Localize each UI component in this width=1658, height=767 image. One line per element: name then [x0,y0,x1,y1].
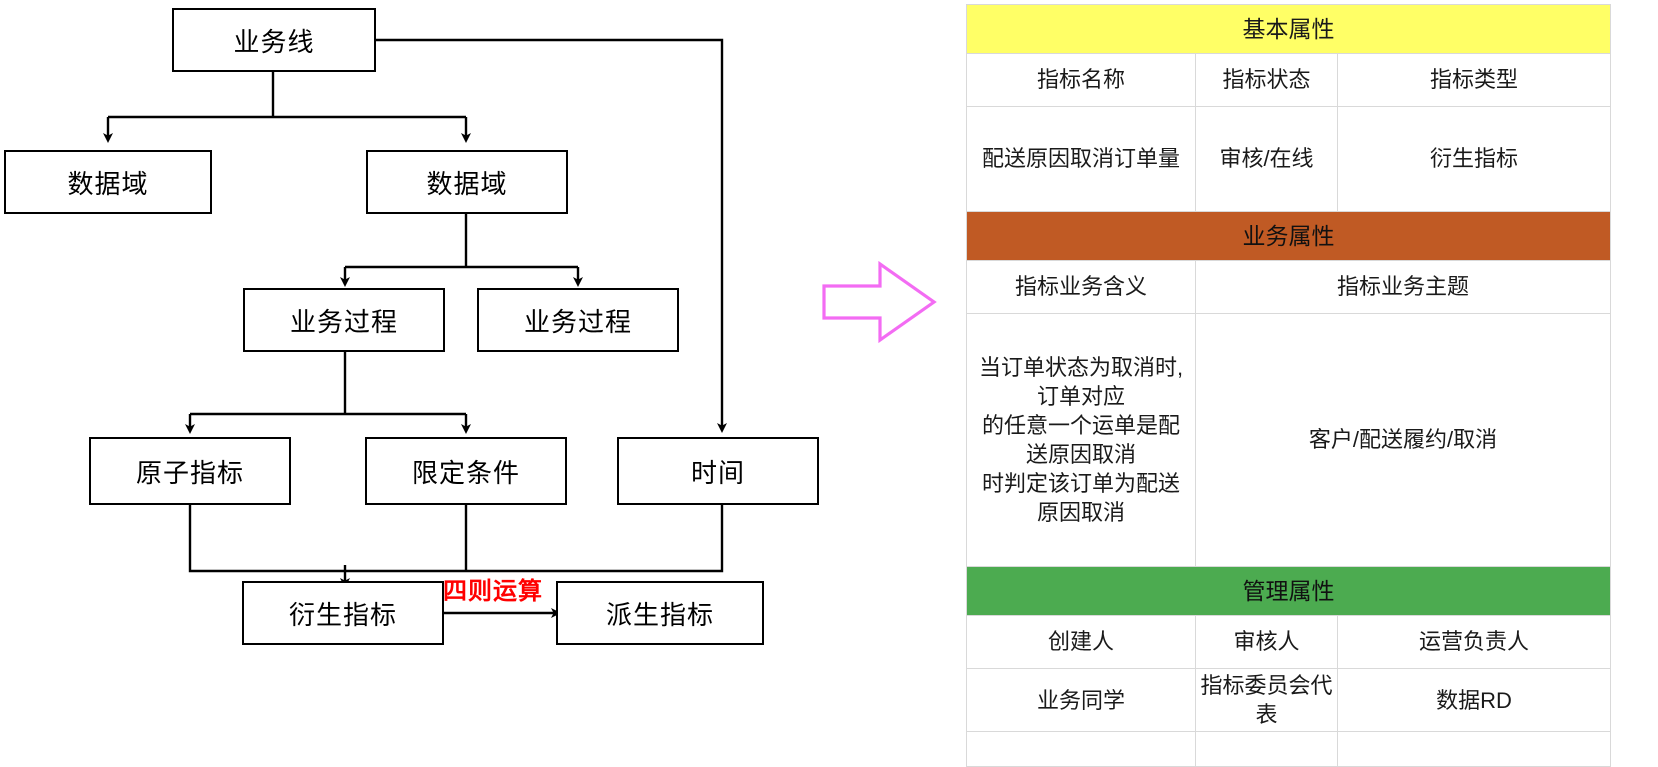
column-header-creator: 创建人 [966,615,1196,669]
section-band-business: 业务属性 [965,211,1612,261]
column-header-reviewer: 审核人 [1195,615,1338,669]
table-row-band-basic: 基本属性 [965,4,1612,54]
flow-node-label: 业务线 [233,26,315,57]
flow-node-data-domain-2[interactable]: 数据域 [366,150,568,214]
table-row-values-business: 当订单状态为取消时, 订单对应 的任意一个运单是配 送原因取消 时判定该订单为配… [966,313,1612,567]
edge-label-arithmetic: 四则运算 [443,578,543,605]
metric-attributes-panel: 基本属性 指标名称 指标状态 指标类型 配送原因取消订单量 审核/在线 衍生指标… [965,4,1612,767]
column-header-business-meaning: 指标业务含义 [966,260,1196,314]
table-row-headers-business: 指标业务含义 指标业务主题 [966,260,1612,314]
flowchart-connectors [103,38,727,618]
cell-business-topic: 客户/配送履约/取消 [1194,313,1612,567]
desc-line-5: 时判定该订单为配送 [981,471,1180,497]
flow-node-label: 派生指标 [605,599,714,630]
flow-node-label: 业务过程 [289,306,398,337]
table-row-headers-management: 创建人 审核人 运营负责人 [966,615,1612,669]
column-header-business-topic: 指标业务主题 [1194,260,1612,314]
desc-line-2: 订单对应 [1036,383,1125,409]
table-row-band-business: 业务属性 [965,211,1612,261]
flow-node-business-process-1[interactable]: 业务过程 [243,288,445,352]
column-header-metric-status: 指标状态 [1195,53,1338,107]
flow-node-qualifier[interactable]: 限定条件 [365,437,567,505]
cell-creator: 业务同学 [966,667,1196,733]
table-row-trailing-blank [966,731,1612,767]
flow-node-business-line[interactable]: 业务线 [172,8,376,72]
flow-node-business-process-2[interactable]: 业务过程 [477,288,679,352]
desc-line-6: 原因取消 [1036,500,1125,526]
table-row-values-management: 业务同学 指标委员会代表 数据RD [966,667,1612,733]
desc-line-4: 送原因取消 [1025,442,1136,467]
desc-line-1: 当订单状态为取消时, [978,354,1184,380]
screenshot-root: 业务线 数据域 数据域 业务过程 业务过程 原子指标 限定条件 时间 衍生指标 … [0,0,1612,767]
cell-business-meaning: 当订单状态为取消时, 订单对应 的任意一个运单是配 送原因取消 时判定该订单为配… [966,313,1196,567]
flow-node-label: 数据域 [67,168,149,199]
blank-cell-2 [1195,731,1338,767]
flow-node-derivative-metric[interactable]: 衍生指标 [242,581,444,645]
desc-line-3: 的任意一个运单是配 [981,412,1180,438]
metric-attributes-table: 基本属性 指标名称 指标状态 指标类型 配送原因取消订单量 审核/在线 衍生指标… [965,4,1612,767]
flow-node-data-domain-1[interactable]: 数据域 [4,150,212,214]
cell-metric-name: 配送原因取消订单量 [966,106,1196,212]
column-header-metric-type: 指标类型 [1336,53,1612,107]
blank-cell-1 [966,731,1196,767]
flow-node-atomic-metric[interactable]: 原子指标 [89,437,291,505]
flow-node-label: 衍生指标 [288,599,397,630]
transition-arrow-container [818,258,958,348]
right-arrow-icon [822,260,937,344]
table-row-values-basic: 配送原因取消订单量 审核/在线 衍生指标 [966,106,1612,212]
section-band-basic: 基本属性 [965,4,1612,54]
flow-node-time[interactable]: 时间 [617,437,819,505]
section-band-management: 管理属性 [965,566,1612,616]
blank-cell-3 [1336,731,1612,767]
column-header-metric-name: 指标名称 [966,53,1196,107]
flow-node-label: 时间 [690,457,745,488]
flow-node-label: 数据域 [426,168,508,199]
flow-node-label: 限定条件 [411,457,520,488]
column-header-operations-owner: 运营负责人 [1336,615,1612,669]
table-row-headers-basic: 指标名称 指标状态 指标类型 [966,53,1612,107]
metric-model-flowchart: 业务线 数据域 数据域 业务过程 业务过程 原子指标 限定条件 时间 衍生指标 … [0,0,900,696]
flow-node-label: 业务过程 [523,306,632,337]
table-row-band-management: 管理属性 [965,566,1612,616]
cell-reviewer: 指标委员会代表 [1195,667,1338,733]
cell-metric-type: 衍生指标 [1336,106,1612,212]
flow-node-label: 原子指标 [135,457,244,488]
cell-operations-owner: 数据RD [1336,667,1612,733]
flow-node-derived-metric[interactable]: 派生指标 [556,581,764,645]
cell-metric-status: 审核/在线 [1195,106,1338,212]
